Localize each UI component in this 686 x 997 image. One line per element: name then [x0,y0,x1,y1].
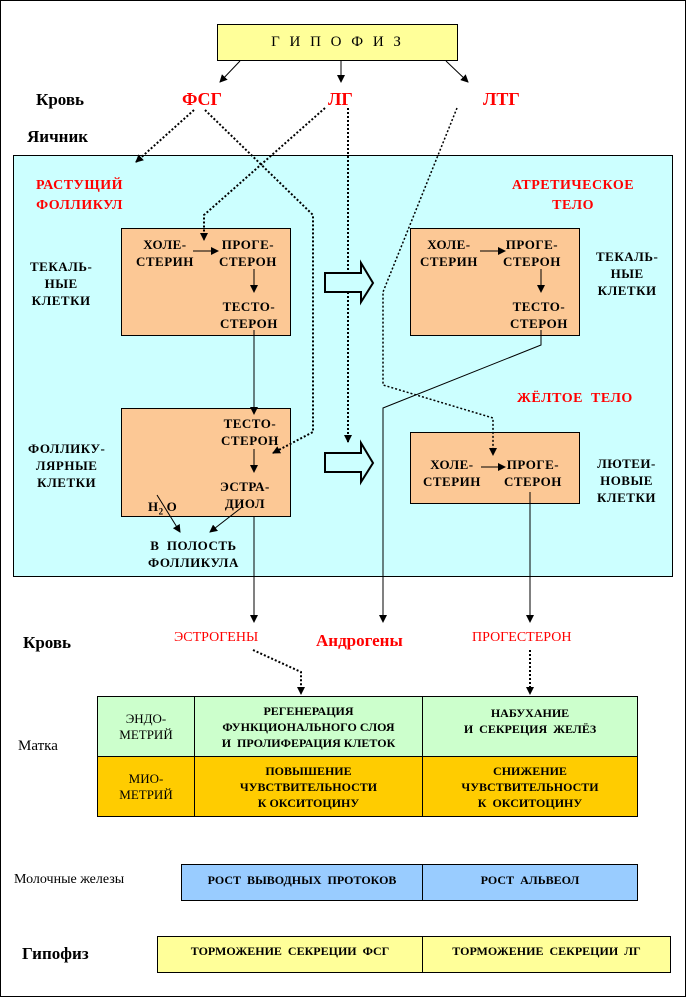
luteal-progesterone: ПРОГЕ- СТЕРОН [504,457,562,489]
atretic-progesterone: ПРОГЕ- СТЕРОН [503,237,561,269]
myometrium-progesterone-effect: СНИЖЕНИЕ ЧУВСТВИТЕЛЬНОСТИ К ОКСИТОЦИНУ [422,756,638,817]
water-h: H [148,499,159,514]
water-subscript: 2 [158,506,164,517]
follicular-cells-label: ФОЛЛИКУ- ЛЯРНЫЕ КЛЕТКИ [28,441,106,490]
uterus-label: Матка [18,738,58,754]
theca-cells-right-label: ТЕКАЛЬ- НЫЕ КЛЕТКИ [596,249,659,298]
mammary-progesterone-effect: РОСТ АЛЬВЕОЛ [422,864,638,901]
ovary-region [13,155,673,577]
endometrium-cell: ЭНДО- МЕТРИЙ [97,696,195,757]
water-o: O [166,499,178,514]
output-estrogens: ЭСТРОГЕНЫ [174,630,259,645]
follicular-testosterone: ТЕСТО- СТЕРОН [221,416,279,448]
pituitary-label-bottom: Гипофиз [22,944,89,963]
endometrium-estrogen-effect: РЕГЕНЕРАЦИЯ ФУНКЦИОНАЛЬНОГО СЛОЯ И ПРОЛИ… [194,696,423,757]
hormone-ltg: ЛТГ [483,89,520,109]
hormone-fsh: ФСГ [182,89,222,109]
growing-follicle-title: РАСТУЩИЙ ФОЛЛИКУЛ [36,178,124,213]
mammary-label: Молочные железы [14,872,125,887]
pituitary-fsh-inhibition: ТОРМОЖЕНИЕ СЕКРЕЦИИ ФСГ [157,936,423,973]
mammary-estrogen-effect: РОСТ ВЫВОДНЫХ ПРОТОКОВ [181,864,423,901]
atretic-body-title: АТРЕТИЧЕСКОЕ ТЕЛО [512,178,635,213]
corpus-luteum-title: ЖЁЛТОЕ ТЕЛО [517,391,633,406]
blood-label-top: Кровь [36,90,85,109]
ovary-label: Яичник [27,127,89,146]
pituitary-title: Г И П О Ф И З [271,34,404,50]
blood-label-bottom: Кровь [23,633,72,652]
theca-cells-left-label: ТЕКАЛЬ- НЫЕ КЛЕТКИ [30,259,93,308]
myometrium-cell: МИО- МЕТРИЙ [97,756,195,817]
myometrium-estrogen-effect: ПОВЫШЕНИЕ ЧУВСТВИТЕЛЬНОСТИ К ОКСИТОЦИНУ [194,756,423,817]
output-progesterone: ПРОГЕСТЕРОН [472,630,572,645]
follicle-theca-testosterone: ТЕСТО- СТЕРОН [220,299,278,331]
follicle-theca-progesterone: ПРОГЕ- СТЕРОН [219,237,277,269]
luteal-cholesterol: ХОЛЕ- СТЕРИН [423,457,481,489]
output-androgens: Андрогены [316,631,403,650]
pituitary-box: Г И П О Ф И З [217,24,458,61]
atretic-cholesterol: ХОЛЕ- СТЕРИН [420,237,478,269]
hormone-lh: ЛГ [328,89,353,109]
luteal-cells-label: ЛЮТЕИ- НОВЫЕ КЛЕТКИ [597,456,656,505]
follicle-theca-cholesterol: ХОЛЕ- СТЕРИН [136,237,194,269]
endometrium-progesterone-effect: НАБУХАНИЕ И СЕКРЕЦИЯ ЖЕЛЁЗ [422,696,638,757]
follicle-cavity-label: В ПОЛОСТЬ ФОЛЛИКУЛА [148,538,239,570]
atretic-testosterone: ТЕСТО- СТЕРОН [510,299,568,331]
pituitary-lh-inhibition: ТОРМОЖЕНИЕ СЕКРЕЦИИ ЛГ [422,936,671,973]
follicular-estradiol: ЭСТРА- ДИОЛ [220,479,270,511]
